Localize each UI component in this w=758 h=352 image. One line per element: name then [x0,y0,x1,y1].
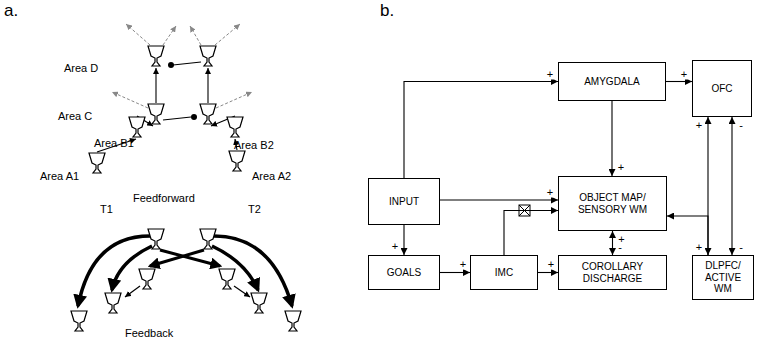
illustration-part [148,46,164,66]
illustration-part [173,62,201,65]
illustration-part [212,246,258,290]
illustration-part [229,151,245,171]
illustration-part [219,269,235,289]
illustration-part [200,46,216,66]
illustration-part [148,104,164,124]
illustration-part [200,229,216,249]
illustration-part [207,68,208,103]
illustration-part [160,250,220,266]
text-label: T1 [100,203,113,215]
text-label: Area D [64,62,98,74]
illustration-part [190,26,201,45]
illustration-part [150,250,204,266]
connector [667,216,708,255]
illustration-part [251,293,267,313]
process-box: OFC [692,60,752,117]
text-label: T2 [248,203,261,215]
text-label: Area A2 [252,170,291,182]
process-box: DLPFC/ ACTIVE WM [692,255,754,300]
connector [731,117,732,255]
text-label: Area C [58,110,92,122]
node-label: GOALS [387,267,421,279]
node-label: INPUT [389,196,419,208]
connector [611,101,612,176]
text-wrap: OFC [711,83,732,95]
text-wrap: INPUT [389,196,419,208]
process-box: COROLLARY DISCHARGE [558,255,667,290]
outgoing-lines [112,24,252,108]
sign-label: + [546,68,554,79]
sign-label: + [617,234,625,245]
text-wrap: DLPFC/ ACTIVE WM [695,260,751,295]
sign-label: + [695,120,703,131]
sign-label: + [695,242,703,253]
panel-letter: a. [4,2,18,21]
illustration-part [227,117,243,137]
connector [404,82,558,179]
text-label: Feedforward [133,192,195,204]
illustration-part [200,104,216,124]
illustration-part [163,117,191,120]
connector [440,272,470,273]
text-label: Area B1 [94,137,134,149]
text-wrap: COROLLARY DISCHARGE [561,261,664,284]
text-wrap: IMC [495,267,513,279]
node-label: OFC [711,83,732,95]
node-label: OBJECT MAP/ SENSORY WM [561,192,664,215]
process-box: OBJECT MAP/ SENSORY WM [558,176,667,231]
sign-label: - [738,120,744,131]
sign-label: + [546,187,554,198]
sign-label: + [680,68,688,79]
text-label: Feedback [125,327,173,339]
sign-label: + [391,241,399,252]
illustration-part [215,24,240,45]
illustration-part [126,24,150,45]
node-label: AMYGDALA [584,76,640,88]
illustration-part [139,269,155,289]
illustration-part [112,92,148,108]
process-box: INPUT [368,178,440,225]
illustration-part [89,153,105,173]
text-wrap: GOALS [387,267,421,279]
illustration-part [105,293,121,313]
illustration-part [216,92,252,108]
sign-label: + [617,162,625,173]
connector [612,231,613,255]
illustration-part [71,311,87,331]
process-box: AMYGDALA [558,62,666,101]
connector [666,81,692,82]
sign-label: + [547,258,555,269]
illustration-part [129,117,145,137]
illustration-part [168,62,174,68]
illustration-part [163,26,176,45]
connector [504,211,558,256]
illustration-part [125,286,140,297]
text-wrap: OBJECT MAP/ SENSORY WM [561,192,664,215]
connector [403,225,404,255]
panel-letter: b. [380,2,394,21]
neurons [71,46,301,331]
inhibition-dots [168,62,197,120]
process-box: IMC [470,255,538,290]
text-wrap: AMYGDALA [584,76,640,88]
sign-label: + [459,258,467,269]
node-label: IMC [495,267,513,279]
text-label: Area B2 [234,139,274,151]
illustration-part [155,68,156,103]
connector [440,199,558,200]
node-label: COROLLARY DISCHARGE [561,261,664,284]
illustration-part [234,286,250,297]
text-label: Area A1 [40,170,79,182]
sign-label: - [738,242,744,253]
illustration-part [148,229,164,249]
illustration-part [191,114,197,120]
process-box: GOALS [368,255,440,290]
node-label: DLPFC/ ACTIVE WM [695,260,751,295]
illustration-part [285,311,301,331]
connector [538,272,558,273]
